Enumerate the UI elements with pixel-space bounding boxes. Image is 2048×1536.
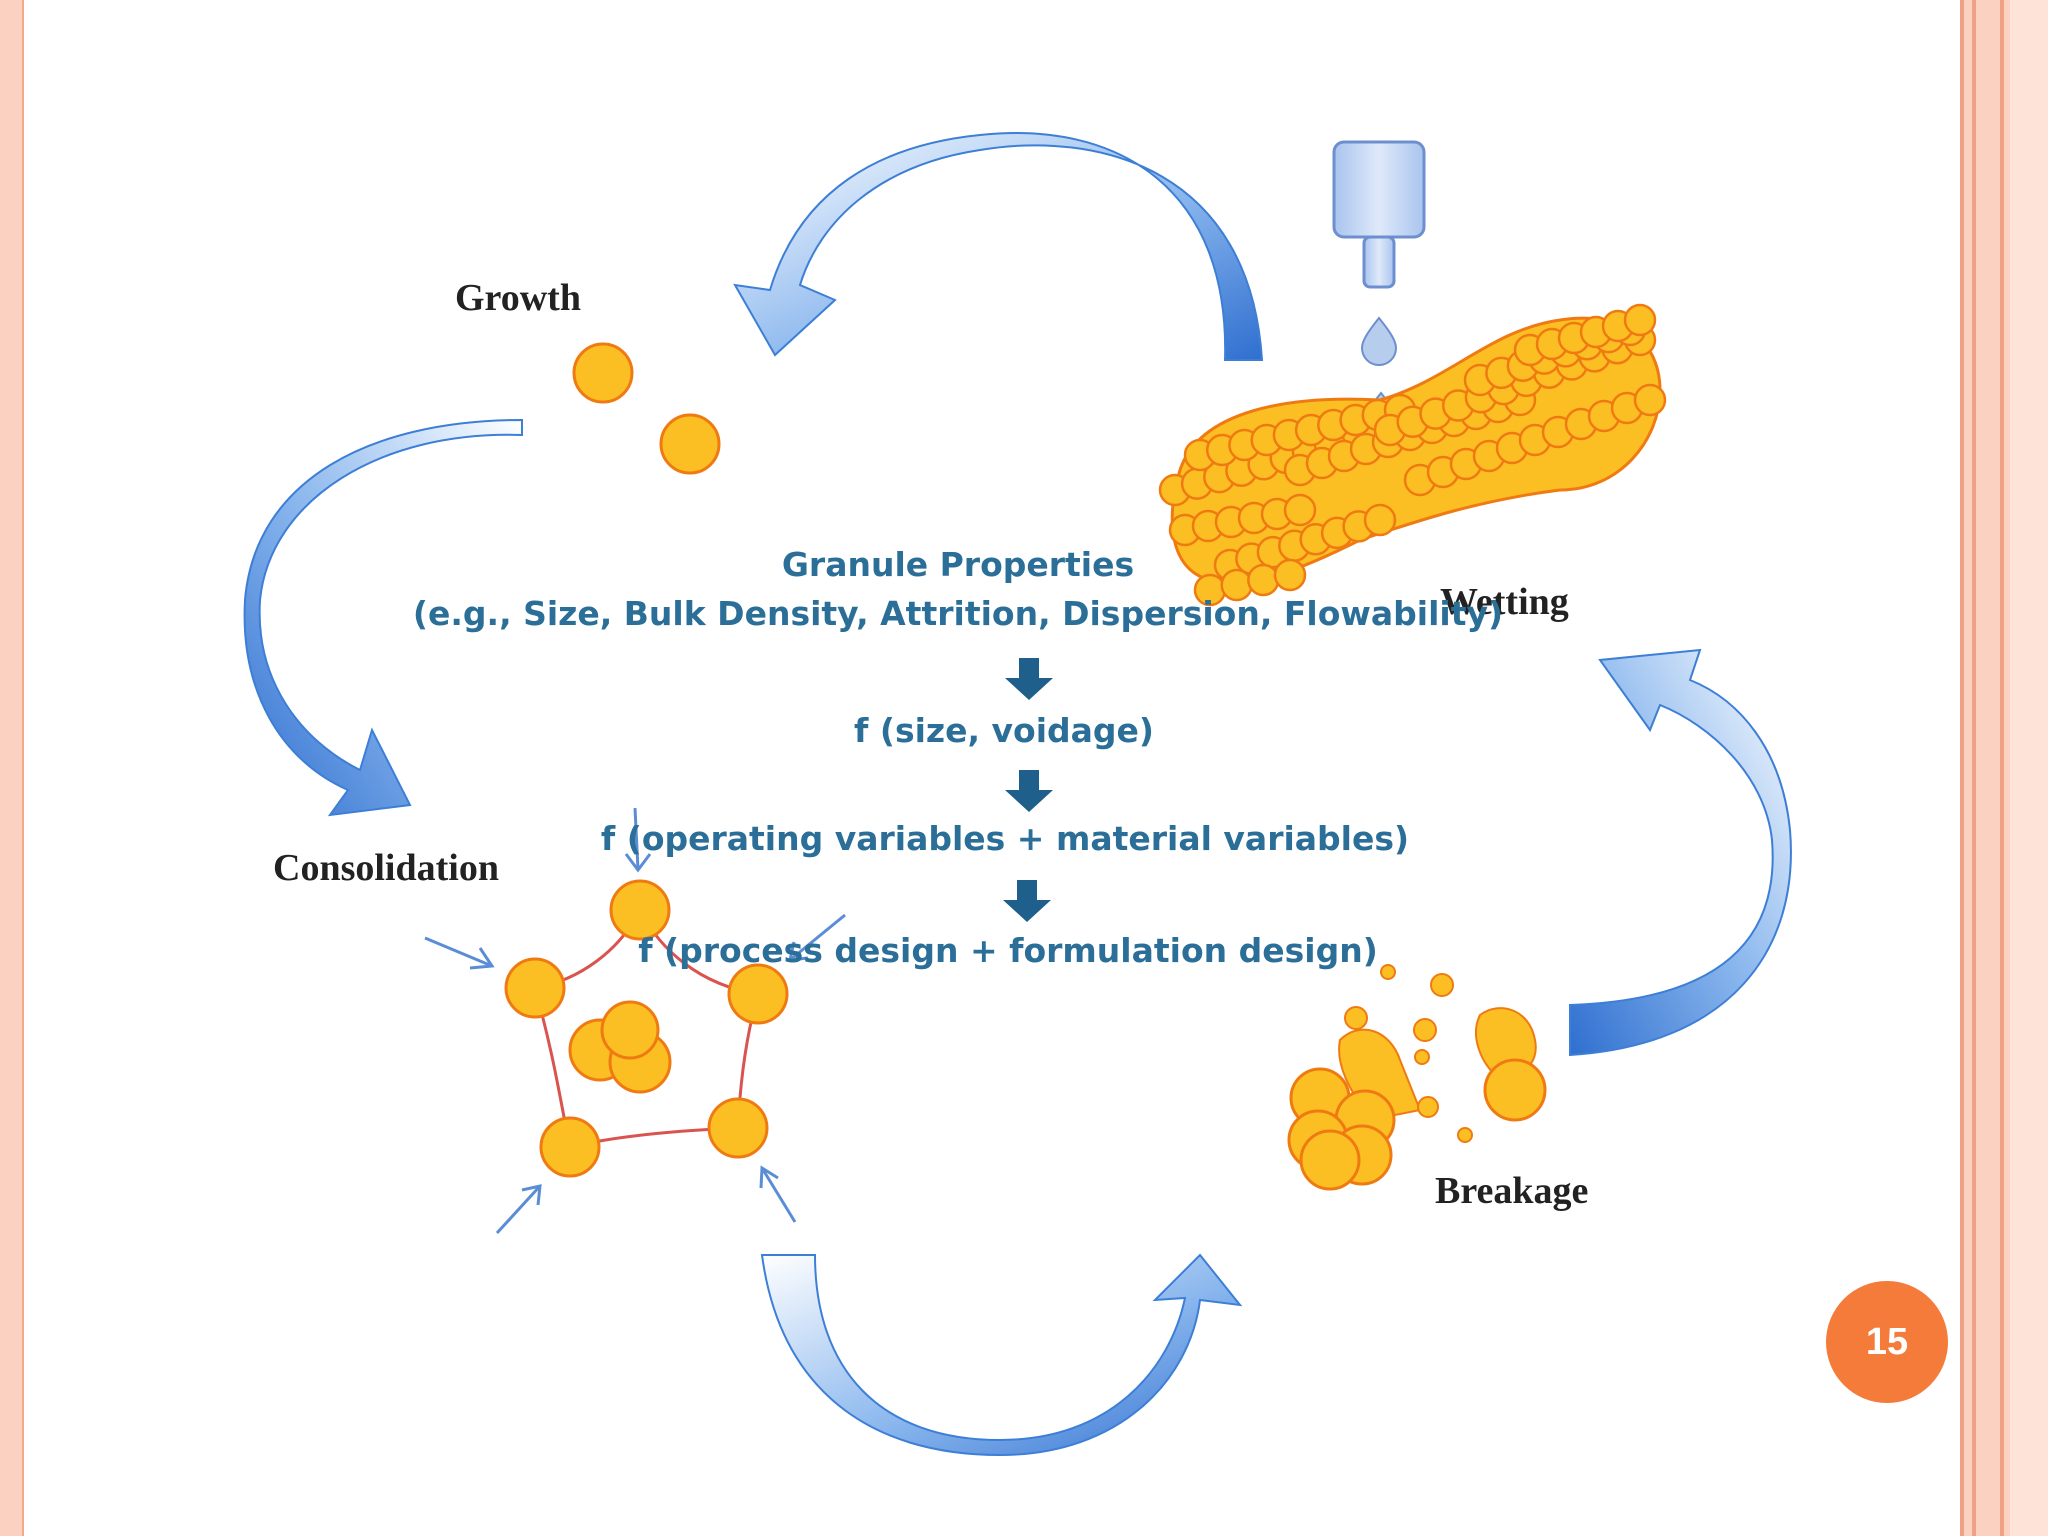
breakage-fragments [1287, 964, 1547, 1191]
relation-design: f (process design + formulation design) [638, 931, 1378, 970]
down-arrow-icon [1005, 658, 1053, 700]
label-consolidation: Consolidation [273, 847, 499, 889]
arrow-wetting-to-growth [733, 132, 1264, 361]
wetting-particle [1633, 383, 1667, 417]
arrow-consolidation-to-breakage [760, 1253, 1243, 1457]
spray-nozzle-icon [1332, 140, 1426, 289]
wetting-particle [1623, 303, 1657, 337]
compression-arrows [424, 807, 846, 1235]
wetting-particle [1273, 558, 1307, 592]
wetting-particle [1283, 493, 1317, 527]
growth-particle [572, 342, 634, 404]
label-growth: Growth [455, 277, 581, 319]
wetting-particle [1363, 503, 1397, 537]
wetting-particle [1247, 563, 1280, 597]
label-breakage: Breakage [1435, 1170, 1588, 1212]
relation-size-voidage: f (size, voidage) [854, 711, 1154, 750]
consolidation-granule [504, 879, 789, 1178]
growth-particle [659, 413, 721, 475]
granule-properties-title: Granule Properties [782, 545, 1134, 584]
down-arrow-icon [1005, 770, 1053, 812]
label-wetting: Wetting [1440, 581, 1569, 623]
granule-properties-examples: (e.g., Size, Bulk Density, Attrition, Di… [413, 594, 1503, 633]
down-arrow-icon [1003, 880, 1051, 922]
droplet-icon [1360, 316, 1398, 366]
arrow-breakage-to-wetting [1569, 648, 1792, 1057]
wetting-particle-bed [1158, 303, 1667, 607]
slide-frame-right [1960, 0, 2048, 1536]
slide-frame-left [0, 0, 24, 1536]
arrow-growth-to-consolidation [243, 418, 523, 817]
relation-variables: f (operating variables + material variab… [601, 819, 1409, 858]
page-number-badge: 15 [1826, 1281, 1948, 1403]
